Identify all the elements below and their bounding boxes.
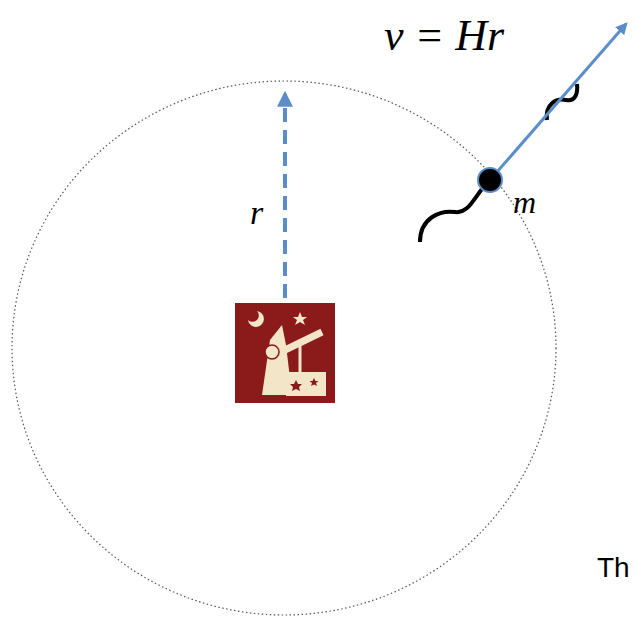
mass-label: m	[513, 186, 536, 218]
radius-label: r	[250, 196, 263, 230]
velocity-arrow	[490, 24, 626, 180]
observer-icon	[235, 303, 335, 403]
wave-line	[420, 180, 490, 242]
caption-text: Th	[597, 554, 630, 582]
wave-line	[547, 84, 577, 120]
radius-arrow	[283, 94, 287, 298]
sphere-outline	[12, 81, 556, 615]
mass-dot	[478, 168, 502, 192]
velocity-label: v = Hr	[384, 14, 504, 58]
